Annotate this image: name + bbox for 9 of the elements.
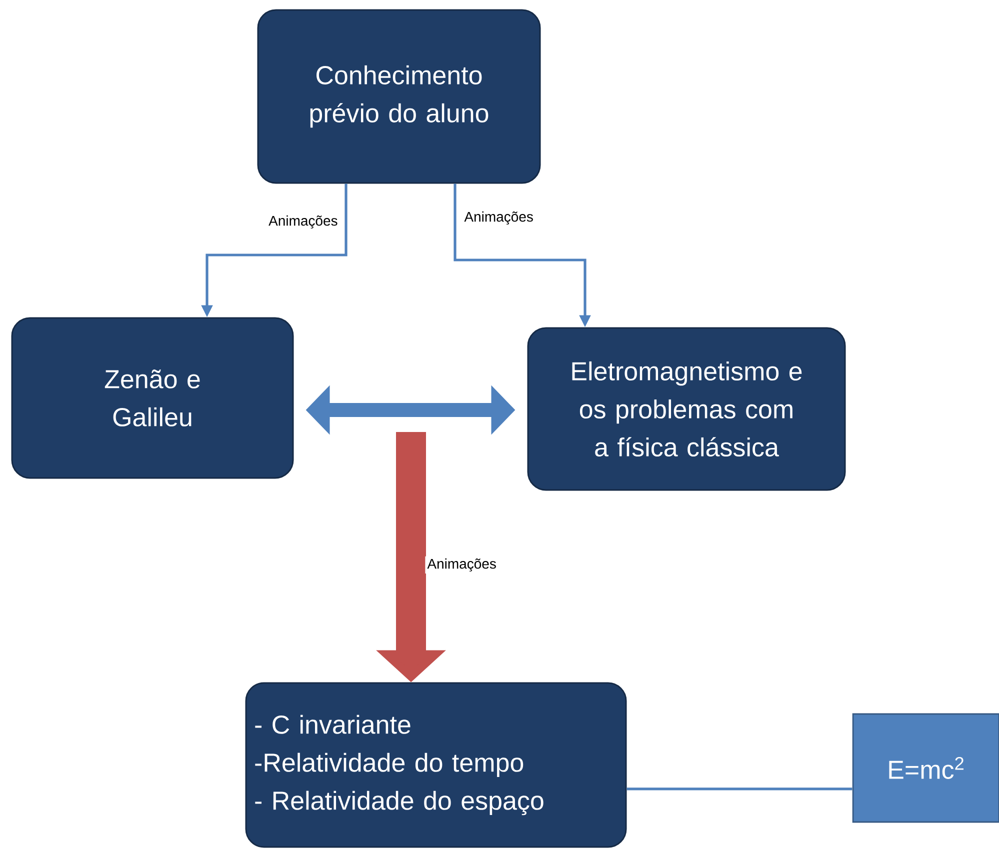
edge-label: Animações xyxy=(425,556,498,574)
topic-box: - C invariante -Relatividade do tempo - Relatividade do espaço xyxy=(245,682,627,848)
topic-box: Eletromagnetismo e os problemas com a física clássica xyxy=(527,327,846,491)
edge-label: Animações xyxy=(266,213,340,231)
connector-line xyxy=(626,788,852,790)
topic-box: Zenão e Galileu xyxy=(11,317,294,479)
edge-label: Animações xyxy=(462,209,536,227)
topic-box: Conhecimento prévio do aluno xyxy=(257,9,541,184)
formula-box: E=mc$^{2}$ xyxy=(852,713,999,823)
